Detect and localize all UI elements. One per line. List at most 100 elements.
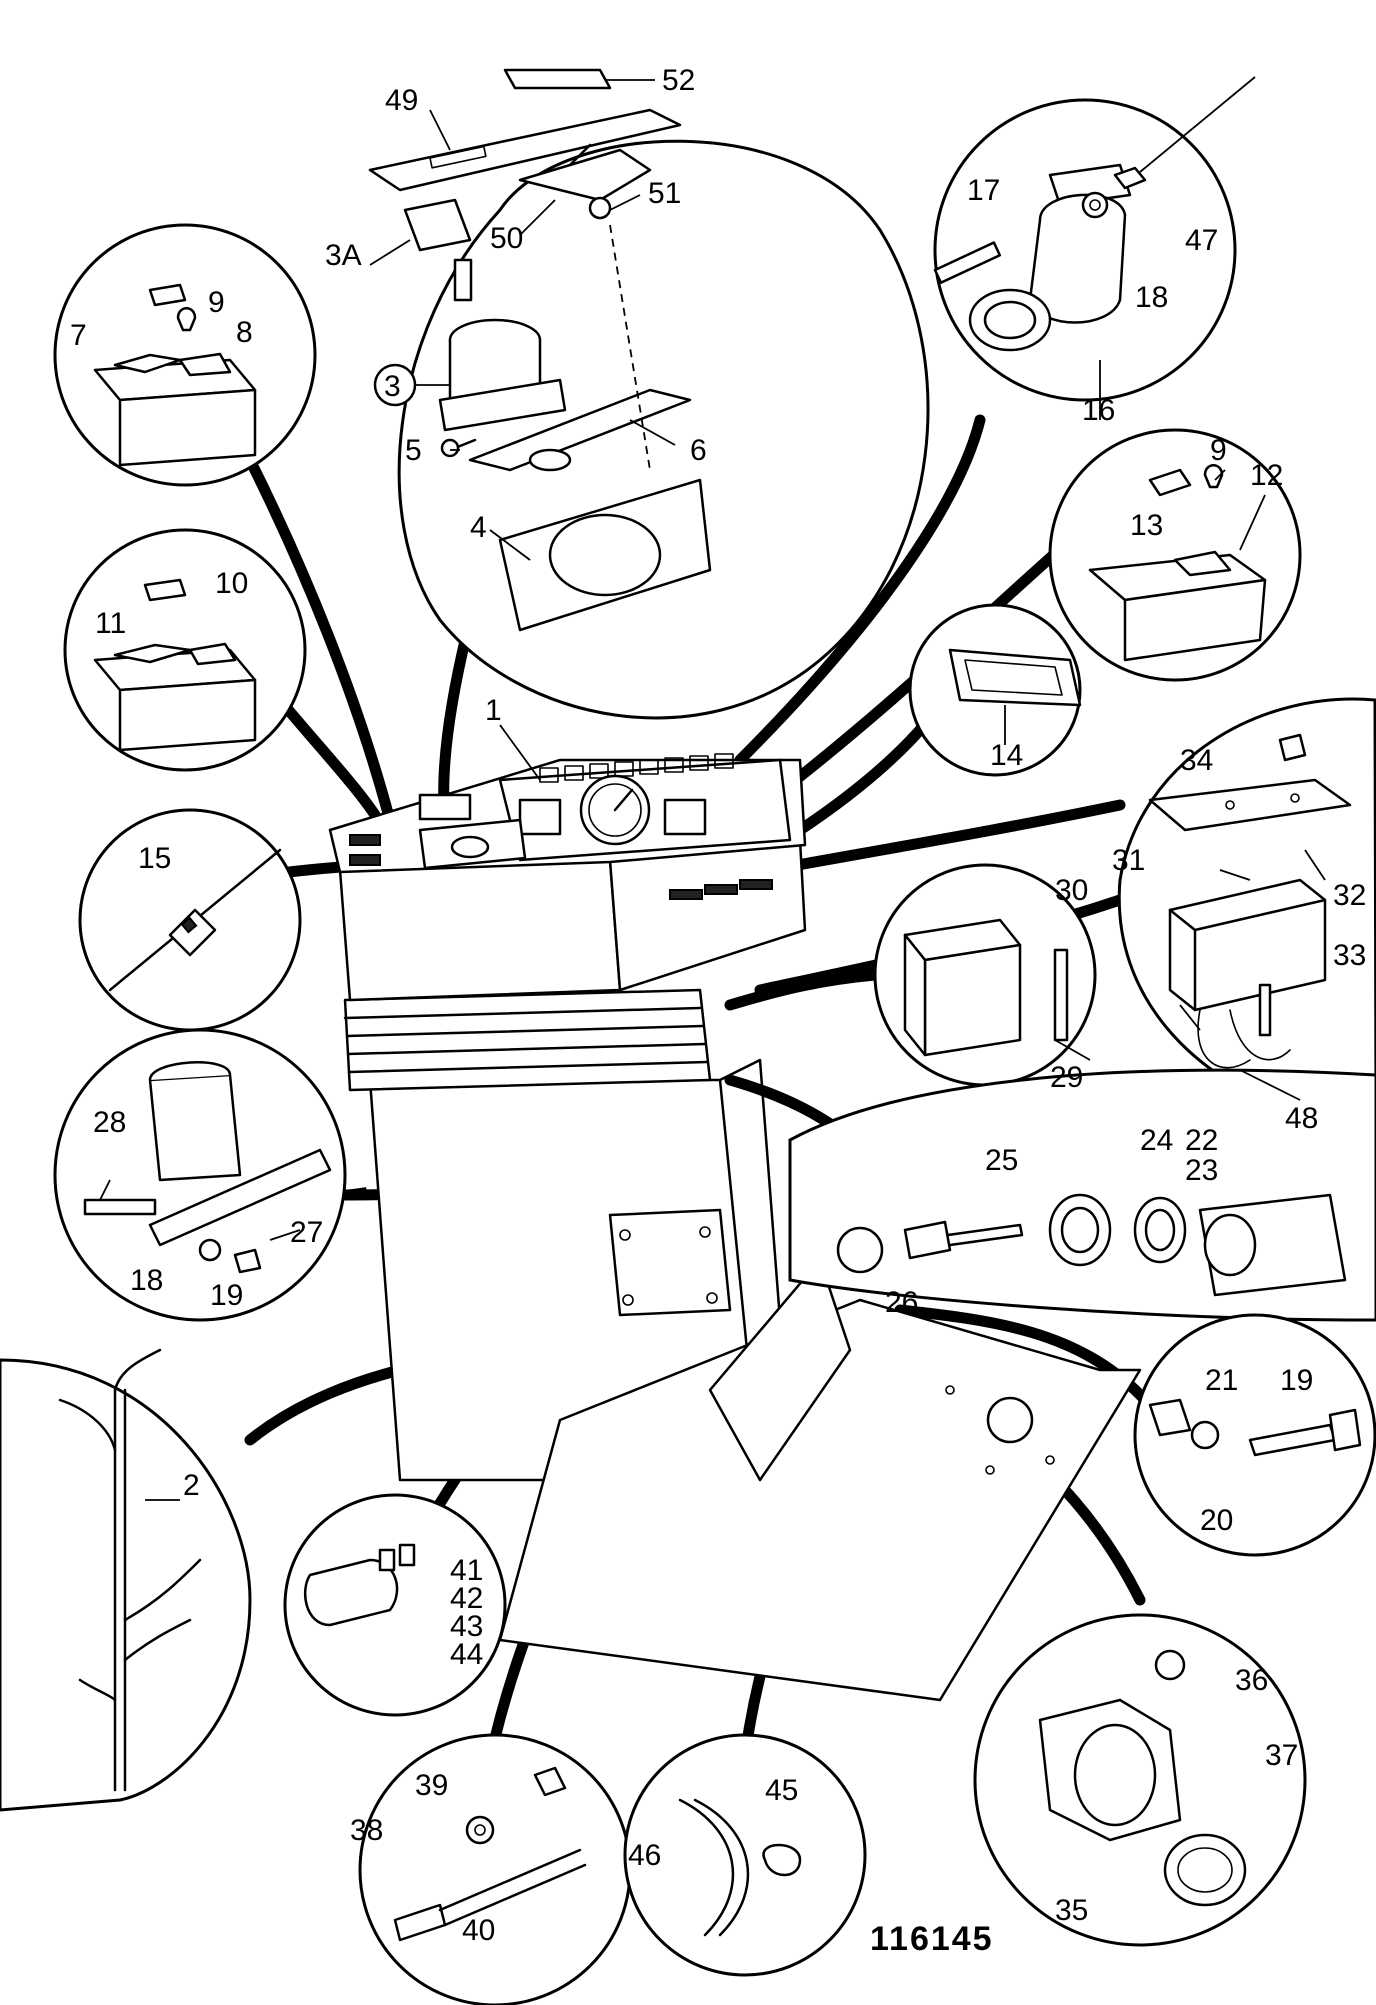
callout-15: 15 [138, 842, 171, 875]
callout-40: 40 [462, 1914, 495, 1947]
callout-49: 49 [385, 84, 418, 117]
callout-48: 48 [1285, 1102, 1318, 1135]
callout-9-right: 9 [1210, 434, 1227, 467]
callout-10: 10 [215, 567, 248, 600]
callout-labels: 52 49 51 50 3A 3 5 6 4 1 7 9 8 10 11 15 … [70, 64, 1366, 1958]
callout-44: 44 [450, 1638, 483, 1671]
callout-13: 13 [1130, 509, 1163, 542]
ring-26 [836, 1226, 884, 1274]
callout-1: 1 [485, 694, 502, 727]
plug-36 [1154, 1649, 1186, 1681]
callout-32: 32 [1333, 879, 1366, 912]
callout-12: 12 [1250, 459, 1283, 492]
callout-3: 3 [384, 370, 401, 403]
callout-43: 43 [450, 1610, 483, 1643]
callout-8: 8 [236, 316, 253, 349]
detail-circle-flasher-27 [53, 1028, 347, 1322]
detail-circle-ignition-switch [788, 1068, 1376, 1322]
callout-52: 52 [662, 64, 695, 97]
callout-25: 25 [985, 1144, 1018, 1177]
callout-26: 26 [885, 1286, 918, 1319]
callout-28: 28 [93, 1106, 126, 1139]
callout-9-left: 9 [208, 286, 225, 319]
bulb-9-right [1203, 464, 1224, 489]
callout-24: 24 [1140, 1124, 1173, 1157]
callout-6: 6 [690, 434, 707, 467]
bracket-49 [368, 108, 682, 192]
callout-29: 29 [1050, 1061, 1083, 1094]
detail-circle-grommet-35 [973, 1613, 1307, 1947]
callout-33: 33 [1333, 939, 1366, 972]
callout-17: 17 [967, 174, 1000, 207]
callout-3-ring [373, 363, 417, 407]
grommet-37 [1163, 1833, 1247, 1907]
figure-number: 116145 [870, 1920, 994, 1958]
bulb-9 [176, 307, 197, 332]
callout-41: 41 [450, 1554, 483, 1587]
detail-circle-screw-38 [358, 1733, 632, 2005]
washer-20 [1190, 1420, 1220, 1450]
knob-3a [403, 198, 472, 252]
callout-5: 5 [405, 434, 422, 467]
callout-4: 4 [470, 511, 487, 544]
callout-36: 36 [1235, 1664, 1268, 1697]
callout-14: 14 [990, 739, 1023, 772]
label-plate-52 [503, 68, 612, 90]
callout-37: 37 [1265, 1739, 1298, 1772]
detail-circle-relay-31 [1117, 697, 1376, 1117]
key-25 [903, 1220, 952, 1260]
detail-circle-rocker-switch-8 [53, 223, 317, 487]
callout-50: 50 [490, 222, 523, 255]
detail-circle-rocker-switch-12 [1048, 428, 1302, 682]
warning-symbol-left [518, 798, 562, 836]
detail-circle-key-switch-assembly [368, 68, 930, 720]
cover-plate-6 [468, 388, 692, 472]
callout-39: 39 [415, 1769, 448, 1802]
detail-circle-lens-14 [908, 603, 1082, 777]
detail-circle-diode-41 [283, 1493, 507, 1717]
callout-30: 30 [1055, 874, 1088, 907]
nut-39 [533, 1766, 567, 1797]
lens-7 [148, 283, 187, 307]
callout-35: 35 [1055, 1894, 1088, 1927]
callout-46: 46 [628, 1839, 661, 1872]
key-switch-3 [438, 258, 567, 432]
callout-11: 11 [95, 607, 126, 640]
detail-circle-harness-2 [0, 1348, 252, 1812]
lens-13 [1148, 468, 1192, 497]
callout-7: 7 [70, 319, 87, 352]
detail-circle-clip-45 [623, 1733, 867, 1977]
detail-circle-bolt-19 [1133, 1313, 1376, 1557]
callout-47: 47 [1185, 224, 1218, 257]
console-bellows [343, 988, 712, 1092]
nut-21 [1148, 1398, 1192, 1437]
detail-circle-diode-15 [78, 808, 302, 1032]
callout-18-left: 18 [130, 1264, 163, 1297]
callout-34: 34 [1180, 744, 1213, 777]
callout-18-top: 18 [1135, 281, 1168, 314]
callout-38: 38 [350, 1814, 383, 1847]
callout-20: 20 [1200, 1504, 1233, 1537]
callout-19-right: 19 [1280, 1364, 1313, 1397]
warning-symbol-right [663, 798, 707, 836]
cover-32 [1148, 778, 1352, 832]
screw-30 [1053, 948, 1069, 1042]
nut-34 [1278, 733, 1307, 762]
detail-circle-lamp-16 [933, 98, 1237, 402]
callout-23: 23 [1185, 1154, 1218, 1187]
callout-42: 42 [450, 1582, 483, 1615]
callout-51: 51 [648, 177, 681, 210]
bracket-27 [148, 1148, 332, 1247]
callout-21: 21 [1205, 1364, 1238, 1397]
detail-circle-rocker-switch-10 [63, 528, 307, 772]
callout-16: 16 [1082, 394, 1115, 427]
callout-31: 31 [1112, 844, 1145, 877]
relay-31 [1168, 878, 1327, 1012]
washer-40 [465, 1815, 495, 1845]
callout-22: 22 [1185, 1124, 1218, 1157]
screw-28 [83, 1198, 157, 1216]
leader-lines [99, 76, 1326, 1501]
callout-19-left: 19 [210, 1279, 243, 1312]
